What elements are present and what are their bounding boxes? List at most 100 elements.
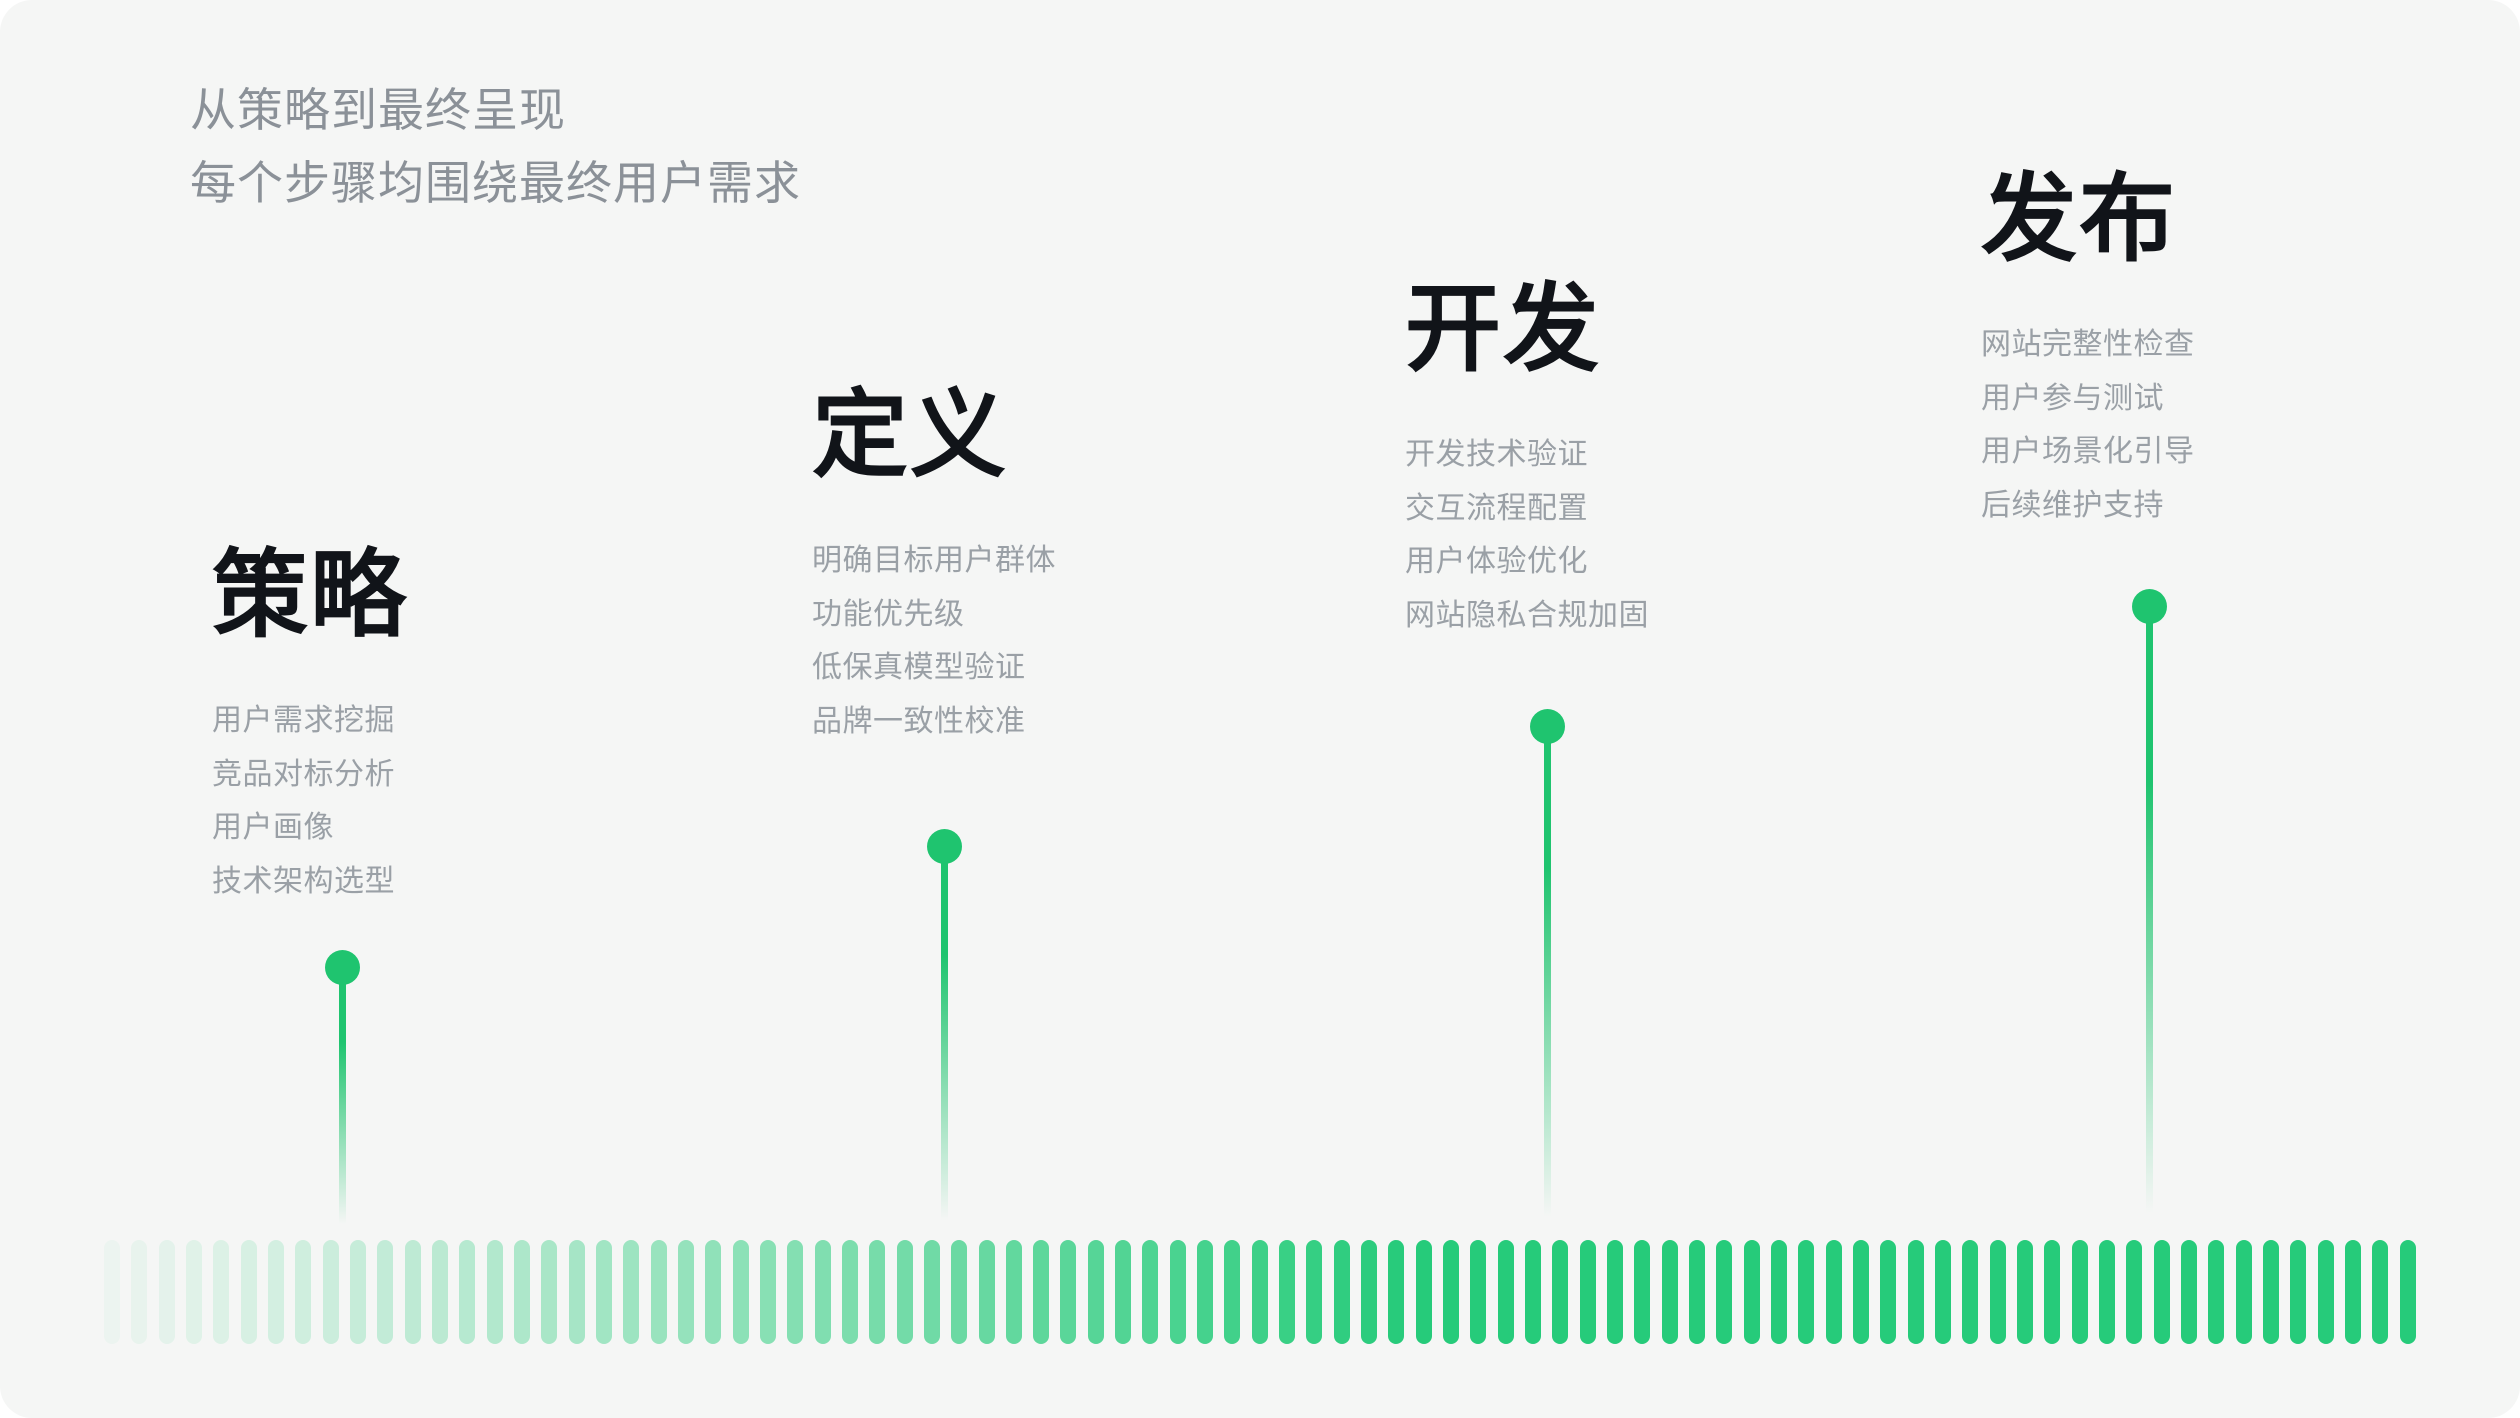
timeline-bar: [2016, 1240, 2033, 1344]
timeline-bar: [1361, 1240, 1378, 1344]
timeline-connector: [2146, 607, 2153, 1232]
timeline-bar: [1962, 1240, 1979, 1344]
timeline-bar: [459, 1240, 476, 1344]
stage-item: 用户参与测试: [1981, 381, 2164, 415]
timeline-bar: [1716, 1240, 1733, 1344]
timeline-bar: [841, 1240, 858, 1344]
timeline-bar: [1142, 1240, 1159, 1344]
timeline-bar: [623, 1240, 640, 1344]
stage-item: 竞品对标分析: [212, 757, 395, 791]
timeline-bar: [431, 1240, 448, 1344]
stage-item-list: 用户需求挖掘 竞品对标分析 用户画像 技术架构选型: [212, 694, 408, 908]
stage-item: 明确目标用户群体: [812, 544, 1056, 577]
stage-title: 开发: [1405, 276, 1601, 383]
timeline-bar: [1552, 1240, 1569, 1344]
stage-release: 发布 网站完整性检查 用户参与测试 用户场景化引导 后续维护支持: [1981, 172, 2195, 532]
stage-item-list: 网站完整性检查 用户参与测试 用户场景化引导 后续维护支持: [1981, 318, 2195, 532]
timeline-dot: [1530, 709, 1565, 744]
timeline-bar: [1060, 1240, 1077, 1344]
stage-definition: 定义 明确目标用户群体 功能优先级 低保真模型验证 品牌一致性校准: [812, 388, 1056, 748]
timeline-bar: [1661, 1240, 1678, 1344]
timeline-bar: [1415, 1240, 1432, 1344]
timeline-bar: [185, 1240, 202, 1344]
timeline-bar: [978, 1240, 995, 1344]
timeline-bar: [2262, 1240, 2279, 1344]
timeline-bar: [158, 1240, 175, 1344]
timeline-bar: [1607, 1240, 1624, 1344]
timeline-bar: [814, 1240, 831, 1344]
timeline-bar: [1388, 1240, 1405, 1344]
timeline-dot: [325, 950, 360, 985]
timeline-bar: [2372, 1240, 2389, 1344]
timeline-bar: [2098, 1240, 2115, 1344]
timeline-bar: [1880, 1240, 1897, 1344]
timeline-bar: [267, 1240, 284, 1344]
stage-development: 开发 开发技术验证 交互流程配置 用户体验优化 网站隐私合规加固: [1405, 282, 1649, 642]
stage-item: 用户画像: [212, 811, 334, 844]
timeline-bar: [295, 1240, 312, 1344]
stage-item: 开发技术验证: [1405, 438, 1588, 471]
timeline-bar: [240, 1240, 257, 1344]
timeline-bar: [2235, 1240, 2252, 1344]
stage-item: 网站隐私合规加固: [1405, 598, 1649, 632]
timeline-dot: [927, 829, 962, 864]
timeline-bar: [1033, 1240, 1050, 1344]
timeline-bar: [2317, 1240, 2334, 1344]
timeline-bar: [869, 1240, 886, 1344]
stage-item-list: 开发技术验证 交互流程配置 用户体验优化 网站隐私合规加固: [1405, 428, 1649, 642]
timeline-connector: [941, 847, 948, 1232]
timeline-bar: [1989, 1240, 2006, 1344]
timeline-bar: [541, 1240, 558, 1344]
timeline-bar: [1689, 1240, 1706, 1344]
timeline-bar: [1825, 1240, 1842, 1344]
timeline-bar: [213, 1240, 230, 1344]
timeline-bar: [2208, 1240, 2225, 1344]
timeline-bar: [404, 1240, 421, 1344]
timeline-bar: [1634, 1240, 1651, 1344]
stage-item: 功能优先级: [812, 597, 965, 631]
timeline-bar: [1579, 1240, 1596, 1344]
timeline-bar: [732, 1240, 749, 1344]
timeline-bar: [2044, 1240, 2061, 1344]
timeline-bar: [2071, 1240, 2088, 1344]
timeline-bar: [1743, 1240, 1760, 1344]
timeline-bar: [1934, 1240, 1951, 1344]
page-subtitle: 从策略到最终呈现 每个步骤均围绕最终用户需求: [190, 74, 801, 220]
timeline-bar: [131, 1240, 148, 1344]
timeline-bar: [104, 1240, 120, 1344]
timeline-bar: [2153, 1240, 2170, 1344]
timeline-bar: [2344, 1240, 2361, 1344]
timeline-bar: [923, 1240, 940, 1344]
timeline-bar: [705, 1240, 722, 1344]
timeline-bar: [1306, 1240, 1323, 1344]
timeline-bar: [1224, 1240, 1241, 1344]
timeline-bar: [1169, 1240, 1186, 1344]
timeline-bar: [1798, 1240, 1815, 1344]
stage-item: 交互流程配置: [1405, 491, 1588, 525]
timeline-dot: [2132, 589, 2167, 624]
stage-item: 品牌一致性校准: [812, 704, 1026, 738]
timeline-bar-strip: [104, 1240, 2416, 1344]
stage-strategy: 策略 用户需求挖掘 竞品对标分析 用户画像 技术架构选型: [212, 548, 408, 908]
timeline-bar: [1853, 1240, 1869, 1344]
stage-item: 技术架构选型: [212, 864, 395, 898]
timeline-bar: [896, 1240, 913, 1344]
stage-item: 用户需求挖掘: [212, 704, 395, 737]
timeline-bar: [787, 1240, 804, 1344]
timeline-bar: [1443, 1240, 1460, 1344]
timeline-bar: [349, 1240, 366, 1344]
timeline-bar: [377, 1240, 394, 1344]
stage-item: 低保真模型验证: [812, 651, 1026, 684]
timeline-connector: [339, 968, 346, 1232]
stage-item: 用户场景化引导: [1981, 435, 2195, 468]
timeline-bar: [1251, 1240, 1268, 1344]
timeline-bar: [486, 1240, 503, 1344]
timeline-bar: [1005, 1240, 1022, 1344]
timeline-bar: [1115, 1240, 1132, 1344]
timeline-bar: [2399, 1240, 2416, 1344]
timeline-bar: [595, 1240, 612, 1344]
timeline-bar: [1279, 1240, 1296, 1344]
timeline-bar: [2126, 1240, 2143, 1344]
timeline-bar: [2290, 1240, 2307, 1344]
